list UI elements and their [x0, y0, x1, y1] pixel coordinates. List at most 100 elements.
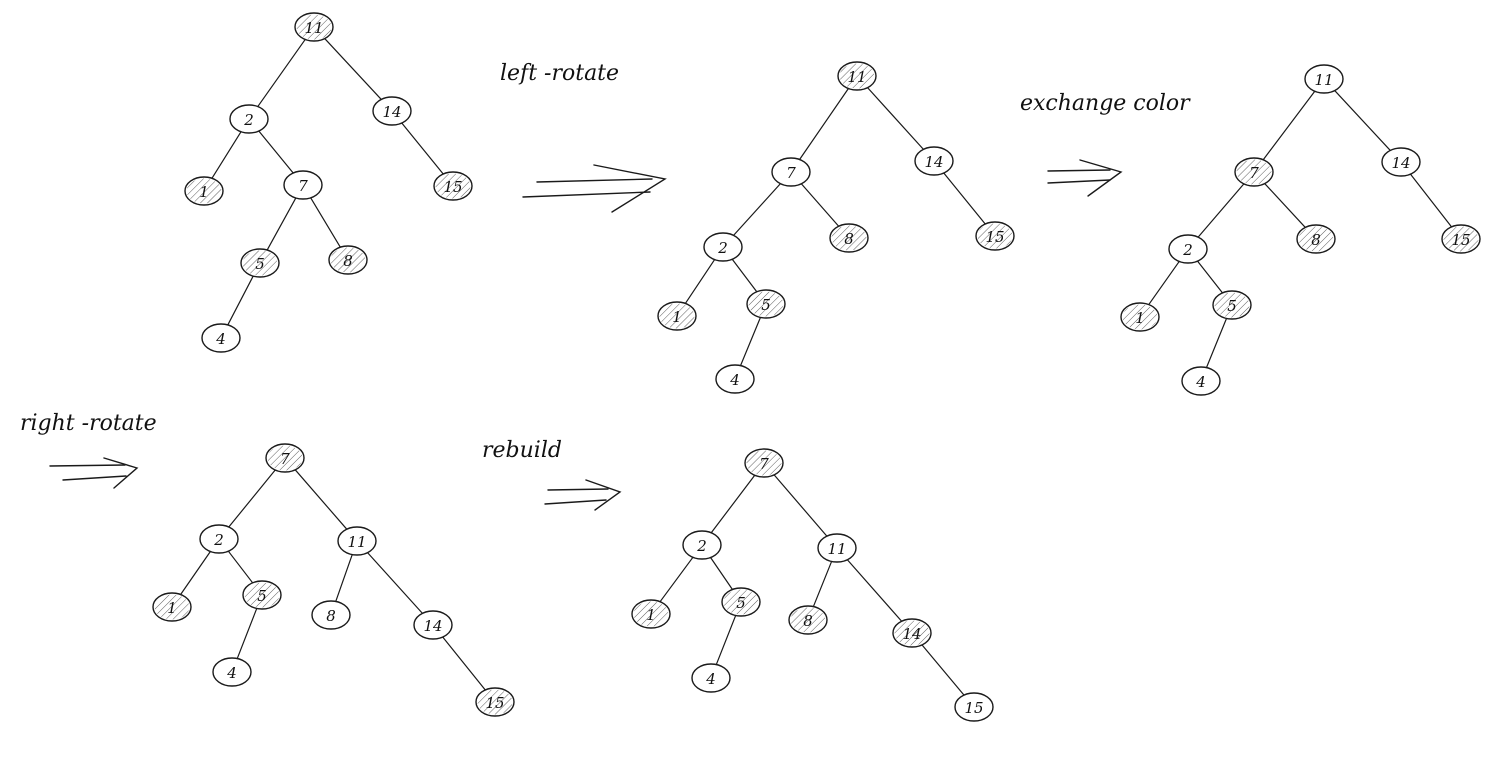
- step-label-exchange-color: exchange color: [1020, 91, 1191, 116]
- tree-edge: [180, 550, 211, 596]
- tree-node-label: 5: [255, 255, 265, 273]
- tree-node-label: 4: [729, 371, 740, 389]
- tree-edge: [798, 87, 850, 161]
- tree-node-label: 5: [257, 587, 267, 605]
- tree-node-14: 14: [892, 618, 932, 648]
- tree-node-8: 8: [1296, 224, 1336, 254]
- tree-edge: [731, 258, 758, 293]
- tree-node-7: 7: [265, 443, 305, 473]
- tree-edge: [732, 183, 782, 236]
- tree-edge: [1409, 173, 1453, 228]
- tree-node-label: 7: [298, 177, 308, 195]
- red-node-circle: [413, 610, 453, 640]
- tree-node-label: 5: [736, 594, 746, 612]
- tree-node-14: 14: [1381, 147, 1421, 177]
- tree-node-label: 14: [924, 153, 943, 171]
- tree-edge: [227, 275, 254, 326]
- tree-node-label: 11: [1314, 71, 1333, 89]
- node-hatch: [659, 303, 695, 329]
- tree-node-label: 4: [1195, 373, 1206, 391]
- red-node-circle: [212, 657, 252, 687]
- tree-node-label: 1: [646, 606, 656, 624]
- red-node-circle: [1181, 366, 1221, 396]
- tree-edge: [294, 469, 348, 530]
- tree-edge: [921, 644, 965, 696]
- tree-edge: [310, 197, 341, 248]
- tree-node-label: 5: [761, 296, 771, 314]
- tree-edge: [366, 552, 424, 614]
- tree-node-15: 15: [975, 221, 1015, 251]
- tree-edge: [739, 316, 762, 367]
- tree-edge: [846, 559, 903, 622]
- node-hatch: [977, 223, 1013, 249]
- tree-edge: [335, 553, 353, 603]
- tree-node-5: 5: [240, 248, 280, 278]
- red-node-circle: [1304, 64, 1344, 94]
- node-hatch: [242, 250, 278, 276]
- tree-node-4: 4: [691, 663, 731, 693]
- tree-node-11: 11: [837, 61, 877, 91]
- tree-node-14: 14: [914, 146, 954, 176]
- tree-edge: [773, 474, 828, 537]
- node-hatch: [839, 63, 875, 89]
- tree-node-label: 4: [215, 330, 226, 348]
- tree-node-label: 8: [326, 607, 336, 625]
- tree-edge: [1334, 89, 1391, 152]
- tree-node-label: 7: [280, 450, 290, 468]
- tree-edge: [800, 183, 840, 227]
- tree-node-14: 14: [372, 96, 412, 126]
- tree-node-label: 15: [485, 694, 504, 712]
- tree-node-label: 14: [902, 625, 921, 643]
- node-hatch: [435, 173, 471, 199]
- tree-node-label: 8: [803, 612, 813, 630]
- tree-node-label: 8: [1311, 231, 1321, 249]
- red-node-circle: [337, 526, 377, 556]
- tree-edge: [257, 38, 306, 108]
- tree-node-label: 14: [423, 617, 442, 635]
- tree-node-label: 11: [827, 540, 846, 558]
- tree-node-7: 7: [283, 170, 323, 200]
- node-hatch: [1443, 226, 1479, 252]
- tree-node-4: 4: [1181, 366, 1221, 396]
- tree-edge: [943, 172, 986, 225]
- tree-node-14: 14: [413, 610, 453, 640]
- node-hatch: [154, 594, 190, 620]
- tree-node-label: 7: [759, 455, 769, 473]
- tree-edge: [401, 122, 444, 175]
- arrow-left-rotate: [522, 164, 667, 213]
- tree-node-label: 4: [226, 664, 237, 682]
- node-hatch: [1122, 304, 1158, 330]
- tree-node-4: 4: [201, 323, 241, 353]
- tree-node-label: 4: [705, 670, 716, 688]
- tree-edge: [1262, 90, 1316, 161]
- red-node-circle: [201, 323, 241, 353]
- tree-node-7: 7: [771, 157, 811, 187]
- tree-edge: [258, 130, 294, 174]
- tree-node-2: 2: [199, 524, 239, 554]
- node-hatch: [790, 607, 826, 633]
- node-hatch: [186, 178, 222, 204]
- step-label-rebuild: rebuild: [482, 438, 562, 463]
- tree-node-8: 8: [788, 605, 828, 635]
- node-hatch: [746, 450, 782, 476]
- tree-node-8: 8: [311, 600, 351, 630]
- tree-edge: [1148, 260, 1180, 306]
- tree-node-label: 8: [343, 252, 353, 270]
- red-node-circle: [372, 96, 412, 126]
- tree-edge: [1197, 183, 1245, 238]
- red-node-circle: [715, 364, 755, 394]
- tree-node-1: 1: [1120, 302, 1160, 332]
- tree-node-label: 15: [964, 699, 983, 717]
- red-node-circle: [311, 600, 351, 630]
- node-hatch: [633, 601, 669, 627]
- tree-node-label: 2: [243, 111, 254, 129]
- red-node-circle: [703, 232, 743, 262]
- tree-node-label: 1: [199, 183, 209, 201]
- tree-node-label: 14: [382, 103, 401, 121]
- tree-node-5: 5: [721, 587, 761, 617]
- tree-edge: [211, 131, 242, 179]
